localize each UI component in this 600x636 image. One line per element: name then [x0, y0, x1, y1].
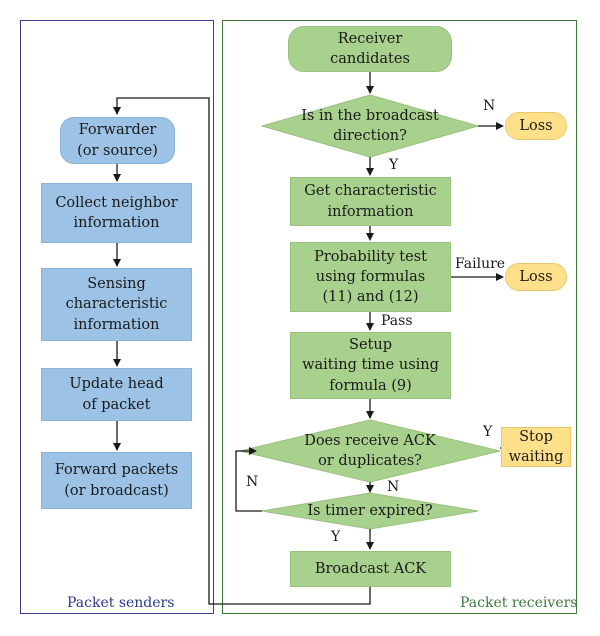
edge-label-y3: Y [331, 529, 341, 545]
forwarder-node: Forwarder (or source) [60, 117, 175, 164]
forward-packets-node: Forward packets (or broadcast) [41, 452, 192, 509]
probability-test-node: Probability test using formulas (11) and… [290, 242, 451, 312]
edge-label-y1: Y [389, 157, 399, 173]
edge-label-y2: Y [483, 424, 493, 440]
packet-senders-panel [20, 20, 214, 614]
broadcast-direction-label: Is in the broadcast direction? [301, 107, 439, 144]
arrow-timer-loop-to-ack [235, 447, 262, 512]
get-characteristic-node: Get characteristic information [290, 177, 451, 226]
packet-receivers-panel [222, 20, 577, 614]
edge-label-n-loop: N [246, 474, 259, 490]
collect-neighbor-node: Collect neighbor information [41, 183, 192, 243]
timer-expired-label: Is timer expired? [307, 502, 433, 519]
receiver-candidates-node: Receiver candidates [288, 26, 452, 72]
stop-waiting-node: Stop waiting [501, 427, 571, 467]
sensing-characteristic-node: Sensing characteristic information [41, 268, 192, 341]
setup-waiting-node: Setup waiting time using formula (9) [290, 332, 451, 399]
packet-senders-title: Packet senders [67, 595, 175, 611]
update-head-node: Update head of packet [41, 368, 192, 421]
broadcast-ack-node: Broadcast ACK [290, 551, 451, 587]
packet-receivers-title: Packet receivers [460, 595, 578, 611]
receive-ack-label: Does receive ACK or duplicates? [304, 432, 436, 469]
edge-label-n2: N [387, 479, 400, 495]
edge-label-failure: Failure [455, 256, 506, 272]
loss-node-1: Loss [505, 112, 567, 140]
loss-node-2: Loss [505, 263, 567, 291]
arrow-broadcast-ack-to-forwarder [113, 97, 371, 605]
edge-label-n1: N [483, 98, 496, 114]
edge-label-pass: Pass [381, 313, 413, 329]
